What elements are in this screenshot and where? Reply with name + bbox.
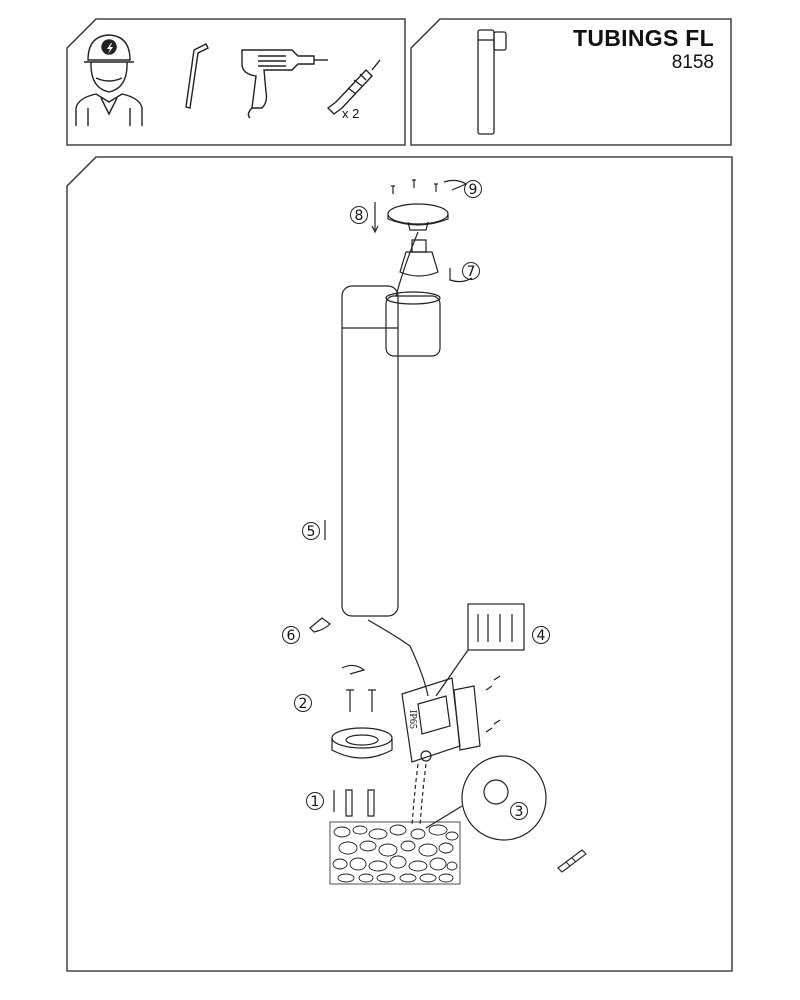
gu10-bulb-icon bbox=[399, 239, 439, 277]
lamp-head-icon bbox=[385, 291, 441, 357]
product-panel: TUBINGS FL 8158 bbox=[410, 18, 732, 146]
ground-anchors-icon bbox=[333, 789, 375, 817]
tools-panel: x 2 bbox=[66, 18, 406, 146]
assembly-drawing bbox=[66, 156, 733, 972]
gravel-texture bbox=[332, 824, 459, 883]
step-4-marker: 4 bbox=[532, 626, 550, 644]
electrician-icon bbox=[75, 34, 143, 126]
gravel-ground bbox=[329, 821, 461, 885]
drill-icon bbox=[241, 49, 328, 119]
drill-hole-detail-icon bbox=[425, 755, 547, 841]
assembly-panel: 9 8 7 5 6 4 2 3 1 IP65 bbox=[66, 156, 733, 972]
product-name: TUBINGS FL bbox=[573, 25, 714, 51]
cap-screws-icon bbox=[391, 179, 468, 194]
step-9-marker: 9 bbox=[464, 180, 482, 198]
product-code: 8158 bbox=[671, 52, 714, 73]
wall-anchor-icon bbox=[326, 59, 381, 115]
base-ring-icon bbox=[341, 664, 366, 675]
step-3-marker: 3 bbox=[510, 802, 528, 820]
step-8-marker: 8 bbox=[350, 206, 368, 224]
buried-conduit bbox=[411, 763, 419, 827]
base-screws-icon bbox=[346, 689, 376, 712]
lightning-icon bbox=[107, 43, 113, 54]
grub-screw-icon bbox=[309, 617, 331, 633]
hex-key-icon bbox=[185, 43, 209, 109]
connector-detail-icon bbox=[435, 603, 525, 697]
cable-lower bbox=[367, 619, 429, 697]
anchor-quantity: x 2 bbox=[342, 106, 360, 121]
spare-anchor-icon bbox=[557, 849, 587, 873]
down-arrow-icon bbox=[371, 202, 379, 234]
step-2-marker: 2 bbox=[294, 694, 312, 712]
bollard-thumbnail-icon bbox=[477, 29, 507, 135]
base-flange-icon bbox=[331, 727, 393, 759]
box-cover-icon bbox=[453, 685, 481, 751]
top-cap-icon bbox=[387, 203, 449, 231]
cover-screws-icon bbox=[485, 675, 501, 733]
step-6-marker: 6 bbox=[282, 626, 300, 644]
cable-upper bbox=[395, 231, 419, 297]
step-1-marker: 1 bbox=[306, 792, 324, 810]
step-7-marker: 7 bbox=[462, 262, 480, 280]
product-panel-frame bbox=[410, 18, 732, 146]
ip-rating-label: IP65 bbox=[407, 710, 418, 729]
tools-panel-frame bbox=[66, 18, 406, 146]
bollard-tube-icon bbox=[341, 285, 399, 617]
step-5-marker: 5 bbox=[302, 522, 320, 540]
